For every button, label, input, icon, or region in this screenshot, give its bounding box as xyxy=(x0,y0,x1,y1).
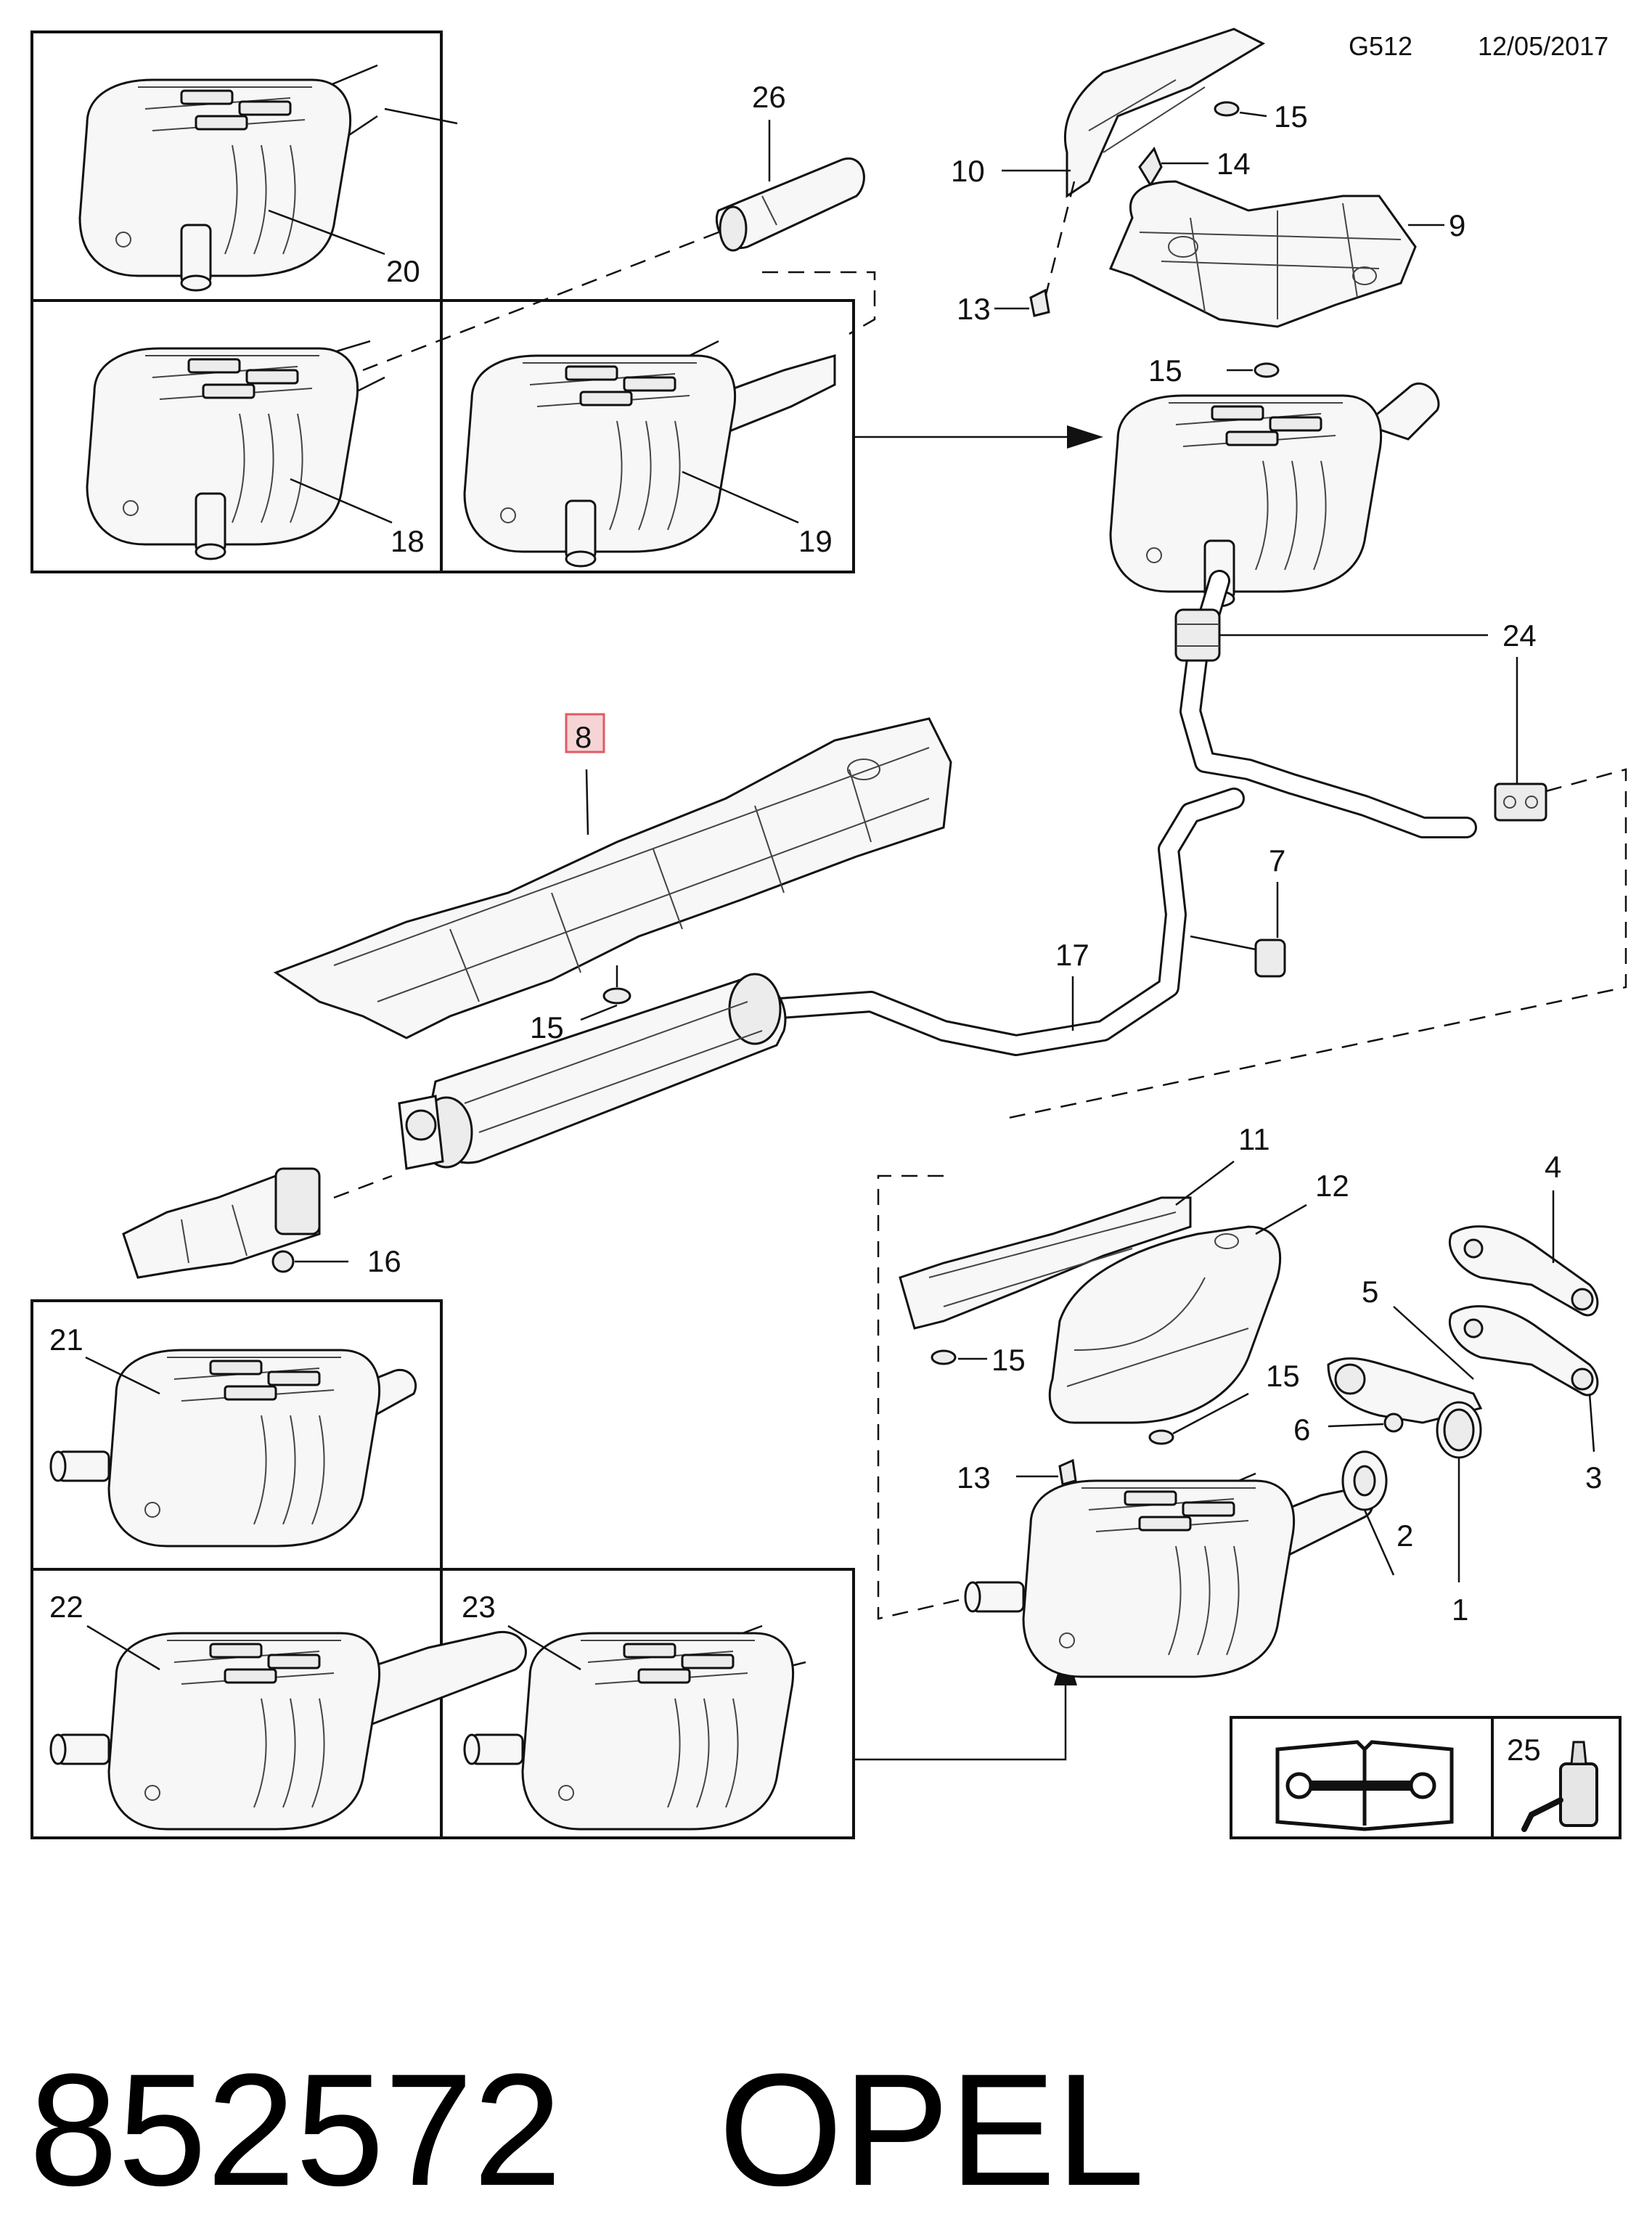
pipe-clamp-26 xyxy=(715,157,865,252)
callout-9: 9 xyxy=(1449,208,1465,242)
callout-15a: 15 xyxy=(1274,99,1308,134)
callout-2: 2 xyxy=(1397,1518,1413,1553)
center-muffler xyxy=(420,973,787,1169)
leader-11 xyxy=(1175,1161,1235,1206)
muffler-20 xyxy=(78,64,458,292)
callout-15b: 15 xyxy=(1148,353,1182,388)
dashed-link-13a xyxy=(1044,181,1076,298)
leader-12 xyxy=(1255,1203,1307,1235)
leader-15a xyxy=(1239,111,1267,118)
callout-18: 18 xyxy=(390,524,425,558)
clip-13a xyxy=(1029,288,1050,317)
washer-15c xyxy=(602,987,631,1005)
variant-box-bottom xyxy=(30,1299,855,1839)
callout-1: 1 xyxy=(1452,1593,1468,1627)
washer-15d xyxy=(931,1349,957,1365)
callout-24: 24 xyxy=(1502,618,1537,653)
heat-shield-10 xyxy=(1063,28,1266,198)
muffler-21 xyxy=(49,1349,417,1548)
heat-shield-8 xyxy=(273,717,952,1039)
bracket-3 xyxy=(1448,1305,1599,1397)
leader-23 xyxy=(507,1624,581,1671)
callout-12: 12 xyxy=(1315,1169,1349,1203)
dashed-link-16 xyxy=(333,1174,393,1199)
callout-15c: 15 xyxy=(530,1010,564,1045)
heat-shield-9 xyxy=(1108,180,1417,328)
brand-name: OPEL xyxy=(719,2040,1145,2219)
dashed-link-26 xyxy=(362,231,876,372)
reference-box xyxy=(1230,1716,1622,1839)
washer-15a xyxy=(1214,101,1240,117)
arrow-head-top xyxy=(1067,425,1103,449)
callout-15d: 15 xyxy=(991,1343,1026,1377)
callout-8: 8 xyxy=(575,720,592,754)
callout-17: 17 xyxy=(1055,938,1089,972)
nut-16 xyxy=(271,1250,295,1273)
sealant-bottle-icon xyxy=(1521,1741,1598,1832)
callout-21: 21 xyxy=(49,1323,83,1357)
bracket-4 xyxy=(1448,1225,1599,1317)
leader-20 xyxy=(268,209,385,256)
callout-8-highlight xyxy=(565,713,605,753)
washer-15b xyxy=(1254,362,1280,378)
hanger-24 xyxy=(1494,782,1547,822)
dashed-frame-lower xyxy=(877,1174,973,1620)
muffler-22 xyxy=(49,1631,527,1831)
callout-6: 6 xyxy=(1293,1413,1310,1447)
leader-19 xyxy=(682,470,799,524)
callout-3: 3 xyxy=(1585,1460,1602,1495)
flange-ring xyxy=(405,1109,437,1141)
front-catalytic-converter xyxy=(122,1167,321,1279)
callout-20: 20 xyxy=(386,254,420,288)
callout-14: 14 xyxy=(1216,147,1251,181)
dashed-frame-right xyxy=(1008,768,1627,1119)
callout-25: 25 xyxy=(1507,1733,1541,1767)
grommet-2 xyxy=(1341,1450,1388,1511)
leader-22 xyxy=(86,1624,160,1671)
clip-14 xyxy=(1138,147,1163,187)
leader-2 xyxy=(1363,1509,1395,1576)
callout-16: 16 xyxy=(367,1244,401,1278)
leader-6 xyxy=(1328,1423,1384,1428)
clamp-24 xyxy=(1174,608,1221,662)
callout-13a: 13 xyxy=(957,292,991,326)
rubber-hanger-7 xyxy=(1190,935,1286,978)
callout-23: 23 xyxy=(462,1590,496,1624)
callout-5: 5 xyxy=(1362,1275,1378,1309)
leader-5 xyxy=(1393,1306,1474,1380)
heat-shield-11 xyxy=(899,1196,1192,1330)
callout-4: 4 xyxy=(1545,1150,1561,1184)
washer-15e xyxy=(1148,1429,1174,1445)
diagram-date: 12/05/2017 xyxy=(1478,31,1608,61)
callout-26: 26 xyxy=(752,80,786,114)
leader-3 xyxy=(1588,1393,1595,1452)
callout-13b: 13 xyxy=(957,1460,991,1495)
part-number: 852572 xyxy=(29,2040,562,2219)
nut-6 xyxy=(1383,1413,1404,1433)
heat-shield-12 xyxy=(1048,1225,1282,1424)
leader-18 xyxy=(290,478,393,524)
clamp-ring-1 xyxy=(1436,1401,1482,1459)
hanger-bracket-5 xyxy=(1327,1357,1483,1424)
leader-15e xyxy=(1172,1392,1249,1435)
callout-7: 7 xyxy=(1269,843,1285,878)
rear-muffler-upper xyxy=(1109,383,1440,608)
callout-15e: 15 xyxy=(1266,1359,1300,1393)
callout-11: 11 xyxy=(1238,1122,1270,1156)
rear-muffler-lower xyxy=(964,1472,1374,1678)
muffler-18 xyxy=(86,340,385,560)
leader-21 xyxy=(85,1356,160,1395)
callout-10: 10 xyxy=(951,154,985,188)
callout-22: 22 xyxy=(49,1590,83,1624)
leader-15c-b xyxy=(580,1004,618,1021)
clip-13b xyxy=(1058,1458,1077,1486)
arrow-line-bottom xyxy=(854,1684,1067,1761)
muffler-19 xyxy=(463,340,836,568)
leader-8 xyxy=(585,769,589,835)
diagram-code: G512 xyxy=(1349,31,1412,61)
muffler-23 xyxy=(463,1624,806,1831)
callout-19: 19 xyxy=(798,524,833,558)
repair-manual-icon xyxy=(1275,1740,1454,1831)
